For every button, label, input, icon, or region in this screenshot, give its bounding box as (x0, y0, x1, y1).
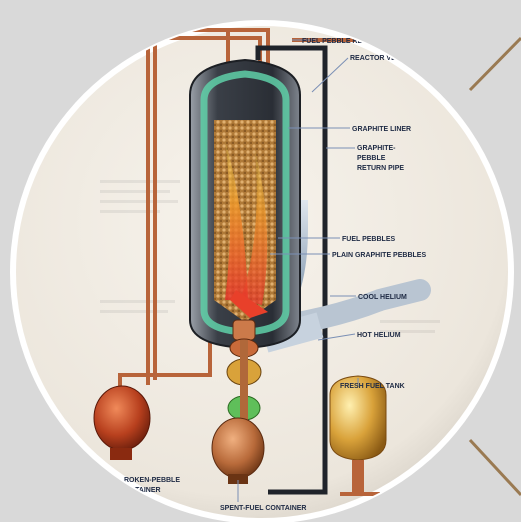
label-spent-fuel-container: SPENT-FUEL CONTAINER (220, 505, 306, 512)
label-graphite-pebble-line3: RETURN PIPE (357, 165, 404, 172)
label-graphite-pebble-line2: PEBBLE (357, 155, 386, 162)
label-fuel-pebbles: FUEL PEBBLES (342, 236, 395, 243)
label-cool-helium: COOL HELIUM (358, 294, 407, 301)
label-graphite-pebble-line1: GRAPHITE- (357, 145, 396, 152)
label-hot-helium: HOT HELIUM (357, 332, 401, 339)
label-graphite-liner: GRAPHITE LINER (352, 126, 411, 133)
reactor-vessel (190, 60, 300, 348)
label-plain-graphite-pebbles: PLAIN GRAPHITE PEBBLES (332, 252, 426, 259)
label-broken-pebble-line1: ROKEN-PEBBLE (124, 477, 180, 484)
label-fresh-fuel-tank: FRESH FUEL TANK (340, 383, 405, 390)
